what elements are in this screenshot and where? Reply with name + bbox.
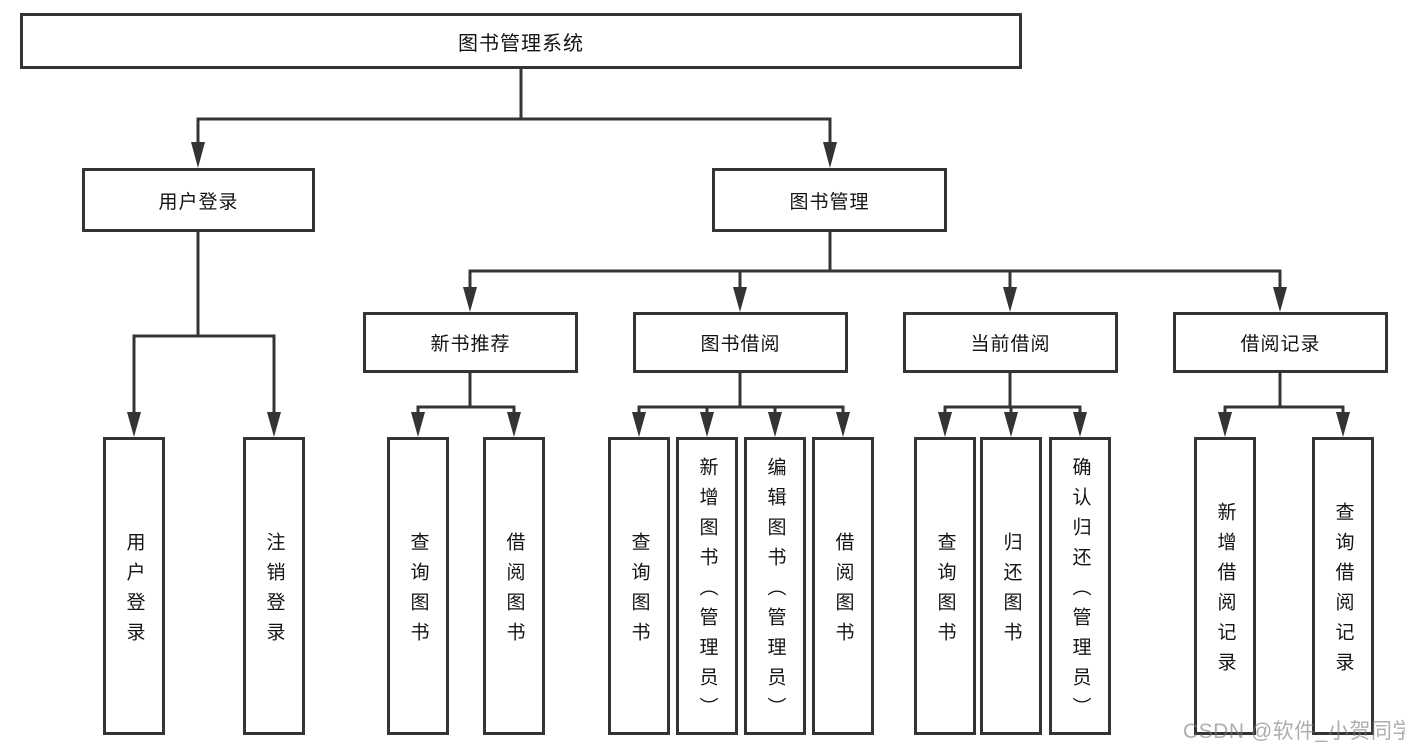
leaf-label: 新增借阅记录	[1214, 501, 1236, 682]
arrowhead-icon	[127, 412, 1350, 437]
leaf-label: 查询图书	[934, 531, 956, 652]
leaf-label: 用户登录	[123, 531, 145, 652]
leaf-confirm-return-admin: 确认归还（管理员）	[1049, 437, 1111, 735]
leaf-label: 查询图书	[628, 531, 650, 652]
leaf-return-book: 归还图书	[980, 437, 1042, 735]
leaf-logout: 注销登录	[243, 437, 305, 735]
leaf-borrow-book: 借阅图书	[483, 437, 545, 735]
arrowhead-icon	[191, 142, 837, 168]
leaf-label: 借阅图书	[503, 531, 525, 652]
leaf-label: 编辑图书（管理员）	[764, 456, 786, 727]
csdn-watermark: CSDN @软件_小贺同学	[1183, 720, 1405, 743]
node-label: 用户登录	[158, 191, 239, 213]
leaf-query-book: 查询图书	[914, 437, 976, 735]
node-library-management-system: 图书管理系统	[20, 13, 1022, 69]
node-label: 新书推荐	[430, 334, 511, 355]
node-book-management: 图书管理	[712, 168, 947, 232]
leaf-query-borrow-record: 查询借阅记录	[1312, 437, 1374, 735]
node-label: 借阅记录	[1240, 334, 1321, 355]
node-user-login: 用户登录	[82, 168, 315, 232]
leaf-label: 确认归还（管理员）	[1069, 456, 1091, 727]
tree-edges	[132, 68, 1345, 414]
node-current-borrowing: 当前借阅	[903, 312, 1118, 373]
node-label: 图书借阅	[700, 334, 781, 355]
leaf-user-login: 用户登录	[103, 437, 165, 735]
leaf-add-book-admin: 新增图书（管理员）	[676, 437, 738, 735]
node-borrowing-records: 借阅记录	[1173, 312, 1388, 373]
node-label: 图书管理	[789, 191, 870, 213]
leaf-query-book: 查询图书	[608, 437, 670, 735]
node-new-book-recommendation: 新书推荐	[363, 312, 578, 373]
leaf-label: 归还图书	[1000, 531, 1022, 652]
leaf-edit-book-admin: 编辑图书（管理员）	[744, 437, 806, 735]
leaf-label: 借阅图书	[832, 531, 854, 652]
node-label: 图书管理系统	[458, 32, 584, 55]
leaf-add-borrow-record: 新增借阅记录	[1194, 437, 1256, 735]
leaf-label: 新增图书（管理员）	[696, 456, 718, 727]
leaf-query-book: 查询图书	[387, 437, 449, 735]
leaf-borrow-book: 借阅图书	[812, 437, 874, 735]
arrowhead-icon	[463, 287, 1287, 312]
node-label: 当前借阅	[970, 334, 1051, 355]
leaf-label: 注销登录	[263, 531, 285, 652]
node-book-borrowing: 图书借阅	[633, 312, 848, 373]
leaf-label: 查询图书	[407, 531, 429, 652]
leaf-label: 查询借阅记录	[1332, 501, 1354, 682]
